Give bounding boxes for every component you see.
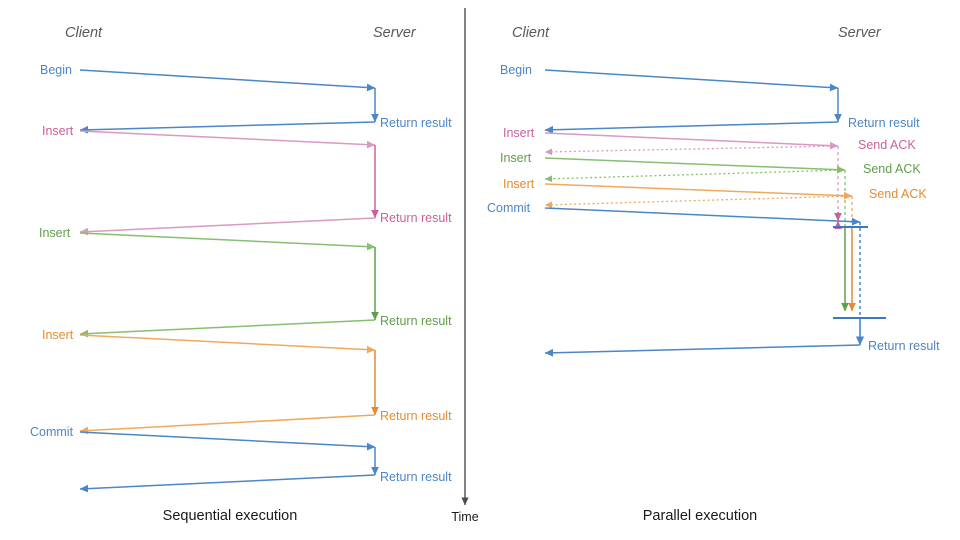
request-arrow bbox=[79, 232, 376, 251]
left-return-label: Return result bbox=[380, 211, 452, 225]
ack-arrow bbox=[544, 169, 846, 183]
response-arrow bbox=[79, 217, 376, 236]
right-ack-label: Send ACK bbox=[863, 162, 921, 176]
right-message-label: Insert bbox=[503, 126, 535, 140]
left-return-label: Return result bbox=[380, 314, 452, 328]
left-return-label: Return result bbox=[380, 409, 452, 423]
right-message-label: Commit bbox=[487, 201, 531, 215]
left-message-label: Insert bbox=[39, 226, 71, 240]
response-arrow bbox=[79, 319, 376, 338]
right-panel-caption: Parallel execution bbox=[643, 508, 757, 524]
right-panel-group bbox=[544, 69, 886, 357]
response-arrow bbox=[544, 344, 861, 357]
request-arrow bbox=[544, 157, 846, 174]
response-arrow bbox=[79, 474, 376, 493]
left-message-label: Commit bbox=[30, 425, 74, 439]
left-server-header: Server bbox=[373, 25, 417, 41]
left-panel-caption: Sequential execution bbox=[163, 508, 298, 524]
right-client-header: Client bbox=[512, 25, 550, 41]
ack-arrow bbox=[544, 145, 839, 156]
response-arrow bbox=[79, 121, 376, 134]
right-message-label: Begin bbox=[500, 63, 532, 77]
right-message-label: Insert bbox=[503, 177, 535, 191]
request-arrow bbox=[544, 183, 853, 200]
time-axis-label: Time bbox=[451, 510, 478, 524]
request-arrow bbox=[544, 69, 839, 92]
right-return-label: Return result bbox=[868, 339, 940, 353]
left-message-label: Insert bbox=[42, 124, 74, 138]
right-ack-label: Send ACK bbox=[869, 187, 927, 201]
left-return-label: Return result bbox=[380, 116, 452, 130]
left-client-header: Client bbox=[65, 25, 103, 41]
right-message-label: Insert bbox=[500, 151, 532, 165]
response-arrow bbox=[544, 121, 839, 134]
left-return-label: Return result bbox=[380, 470, 452, 484]
right-server-header: Server bbox=[838, 25, 882, 41]
right-ack-label: Send ACK bbox=[858, 138, 916, 152]
request-arrow bbox=[544, 207, 861, 226]
left-message-label: Begin bbox=[40, 63, 72, 77]
left-panel-group bbox=[79, 69, 379, 493]
request-arrow bbox=[544, 132, 839, 150]
left-message-label: Insert bbox=[42, 328, 74, 342]
request-arrow bbox=[79, 130, 376, 149]
request-arrow bbox=[79, 431, 376, 451]
response-arrow bbox=[79, 414, 376, 435]
ack-arrow bbox=[544, 195, 853, 209]
request-arrow bbox=[79, 334, 376, 354]
right-return-label: Return result bbox=[848, 116, 920, 130]
request-arrow bbox=[79, 69, 376, 92]
